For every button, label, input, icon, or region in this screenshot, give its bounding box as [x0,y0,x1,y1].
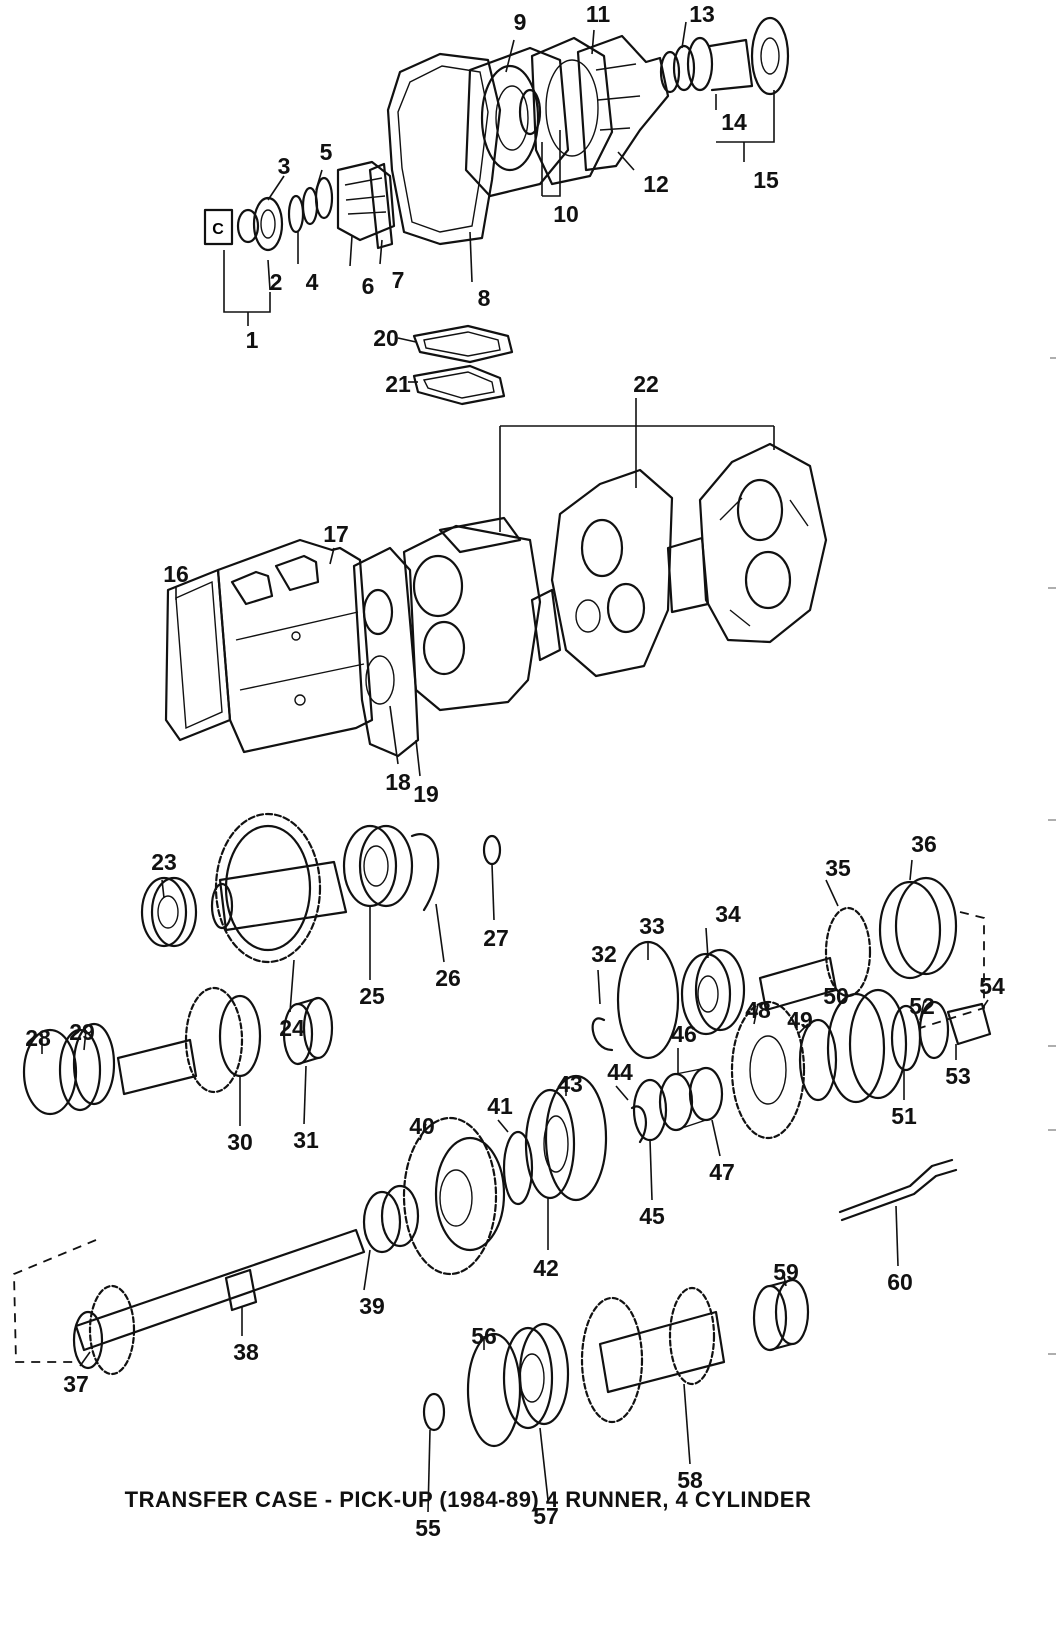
callout-37: 37 [63,1371,89,1397]
callout-19: 19 [413,781,439,807]
callout-38: 38 [233,1339,259,1365]
callout-32: 32 [591,941,617,967]
callout-34: 34 [715,901,741,927]
callout-28: 28 [25,1025,51,1051]
callout-55: 55 [415,1515,441,1541]
callout-47: 47 [709,1159,735,1185]
callout-59: 59 [773,1259,799,1285]
callout-51: 51 [891,1103,917,1129]
callout-27: 27 [483,925,509,951]
callout-22: 22 [633,371,659,397]
scan-edge-marks [1048,357,1056,1355]
callout-8: 8 [478,285,491,311]
callout-3: 3 [278,153,291,179]
callout-39: 39 [359,1293,385,1319]
diagram-caption: TRANSFER CASE - PICK-UP (1984-89) 4 RUNN… [124,1487,812,1512]
callout-2: 2 [270,269,283,295]
callout-42: 42 [533,1255,559,1281]
callout-29: 29 [69,1019,95,1045]
callout-50: 50 [823,983,849,1009]
leader-lines [41,21,989,1513]
callout-49: 49 [787,1007,813,1033]
shift-cover-gaskets [412,324,514,406]
callout-11: 11 [586,1,611,27]
callout-7: 7 [392,267,405,293]
callout-53: 53 [945,1063,971,1089]
callout-45: 45 [639,1203,665,1229]
callout-25: 25 [359,983,385,1009]
callout-46: 46 [671,1021,697,1047]
callout-9: 9 [514,9,527,35]
svg-text:C: C [212,221,224,238]
callout-17: 17 [323,521,349,547]
callout-12: 12 [643,171,669,197]
callout-58: 58 [677,1467,703,1493]
callout-16: 16 [163,561,189,587]
callout-36: 36 [911,831,937,857]
rear-extension-assembly: C [203,16,790,252]
callout-20: 20 [373,325,399,351]
callout-60: 60 [887,1269,913,1295]
callout-33: 33 [639,913,665,939]
callout-31: 31 [293,1127,319,1153]
callout-5: 5 [320,139,333,165]
callout-40: 40 [409,1113,435,1139]
callout-48: 48 [745,997,771,1023]
callout-56: 56 [471,1323,497,1349]
callout-21: 21 [385,371,411,397]
callout-14: 14 [721,109,747,135]
callout-52: 52 [909,993,935,1019]
callout-4: 4 [306,269,319,295]
callout-30: 30 [227,1129,253,1155]
callout-6: 6 [362,273,375,299]
callout-labels: 1 2 3 4 5 6 7 8 9 10 11 12 13 14 15 16 1… [25,1,1005,1541]
callout-43: 43 [557,1071,583,1097]
callout-44: 44 [607,1059,633,1085]
callout-54: 54 [979,973,1005,999]
gear-train [13,812,992,1448]
callout-24: 24 [279,1015,305,1041]
callout-35: 35 [825,855,851,881]
callout-57: 57 [533,1503,559,1529]
callout-18: 18 [385,769,411,795]
callout-13: 13 [689,1,715,27]
callout-41: 41 [487,1093,513,1119]
callout-1: 1 [246,327,259,353]
transmission-case-assembly [164,442,828,758]
callout-23: 23 [151,849,177,875]
callout-15: 15 [753,167,779,193]
callout-26: 26 [435,965,461,991]
callout-10: 10 [553,201,579,227]
